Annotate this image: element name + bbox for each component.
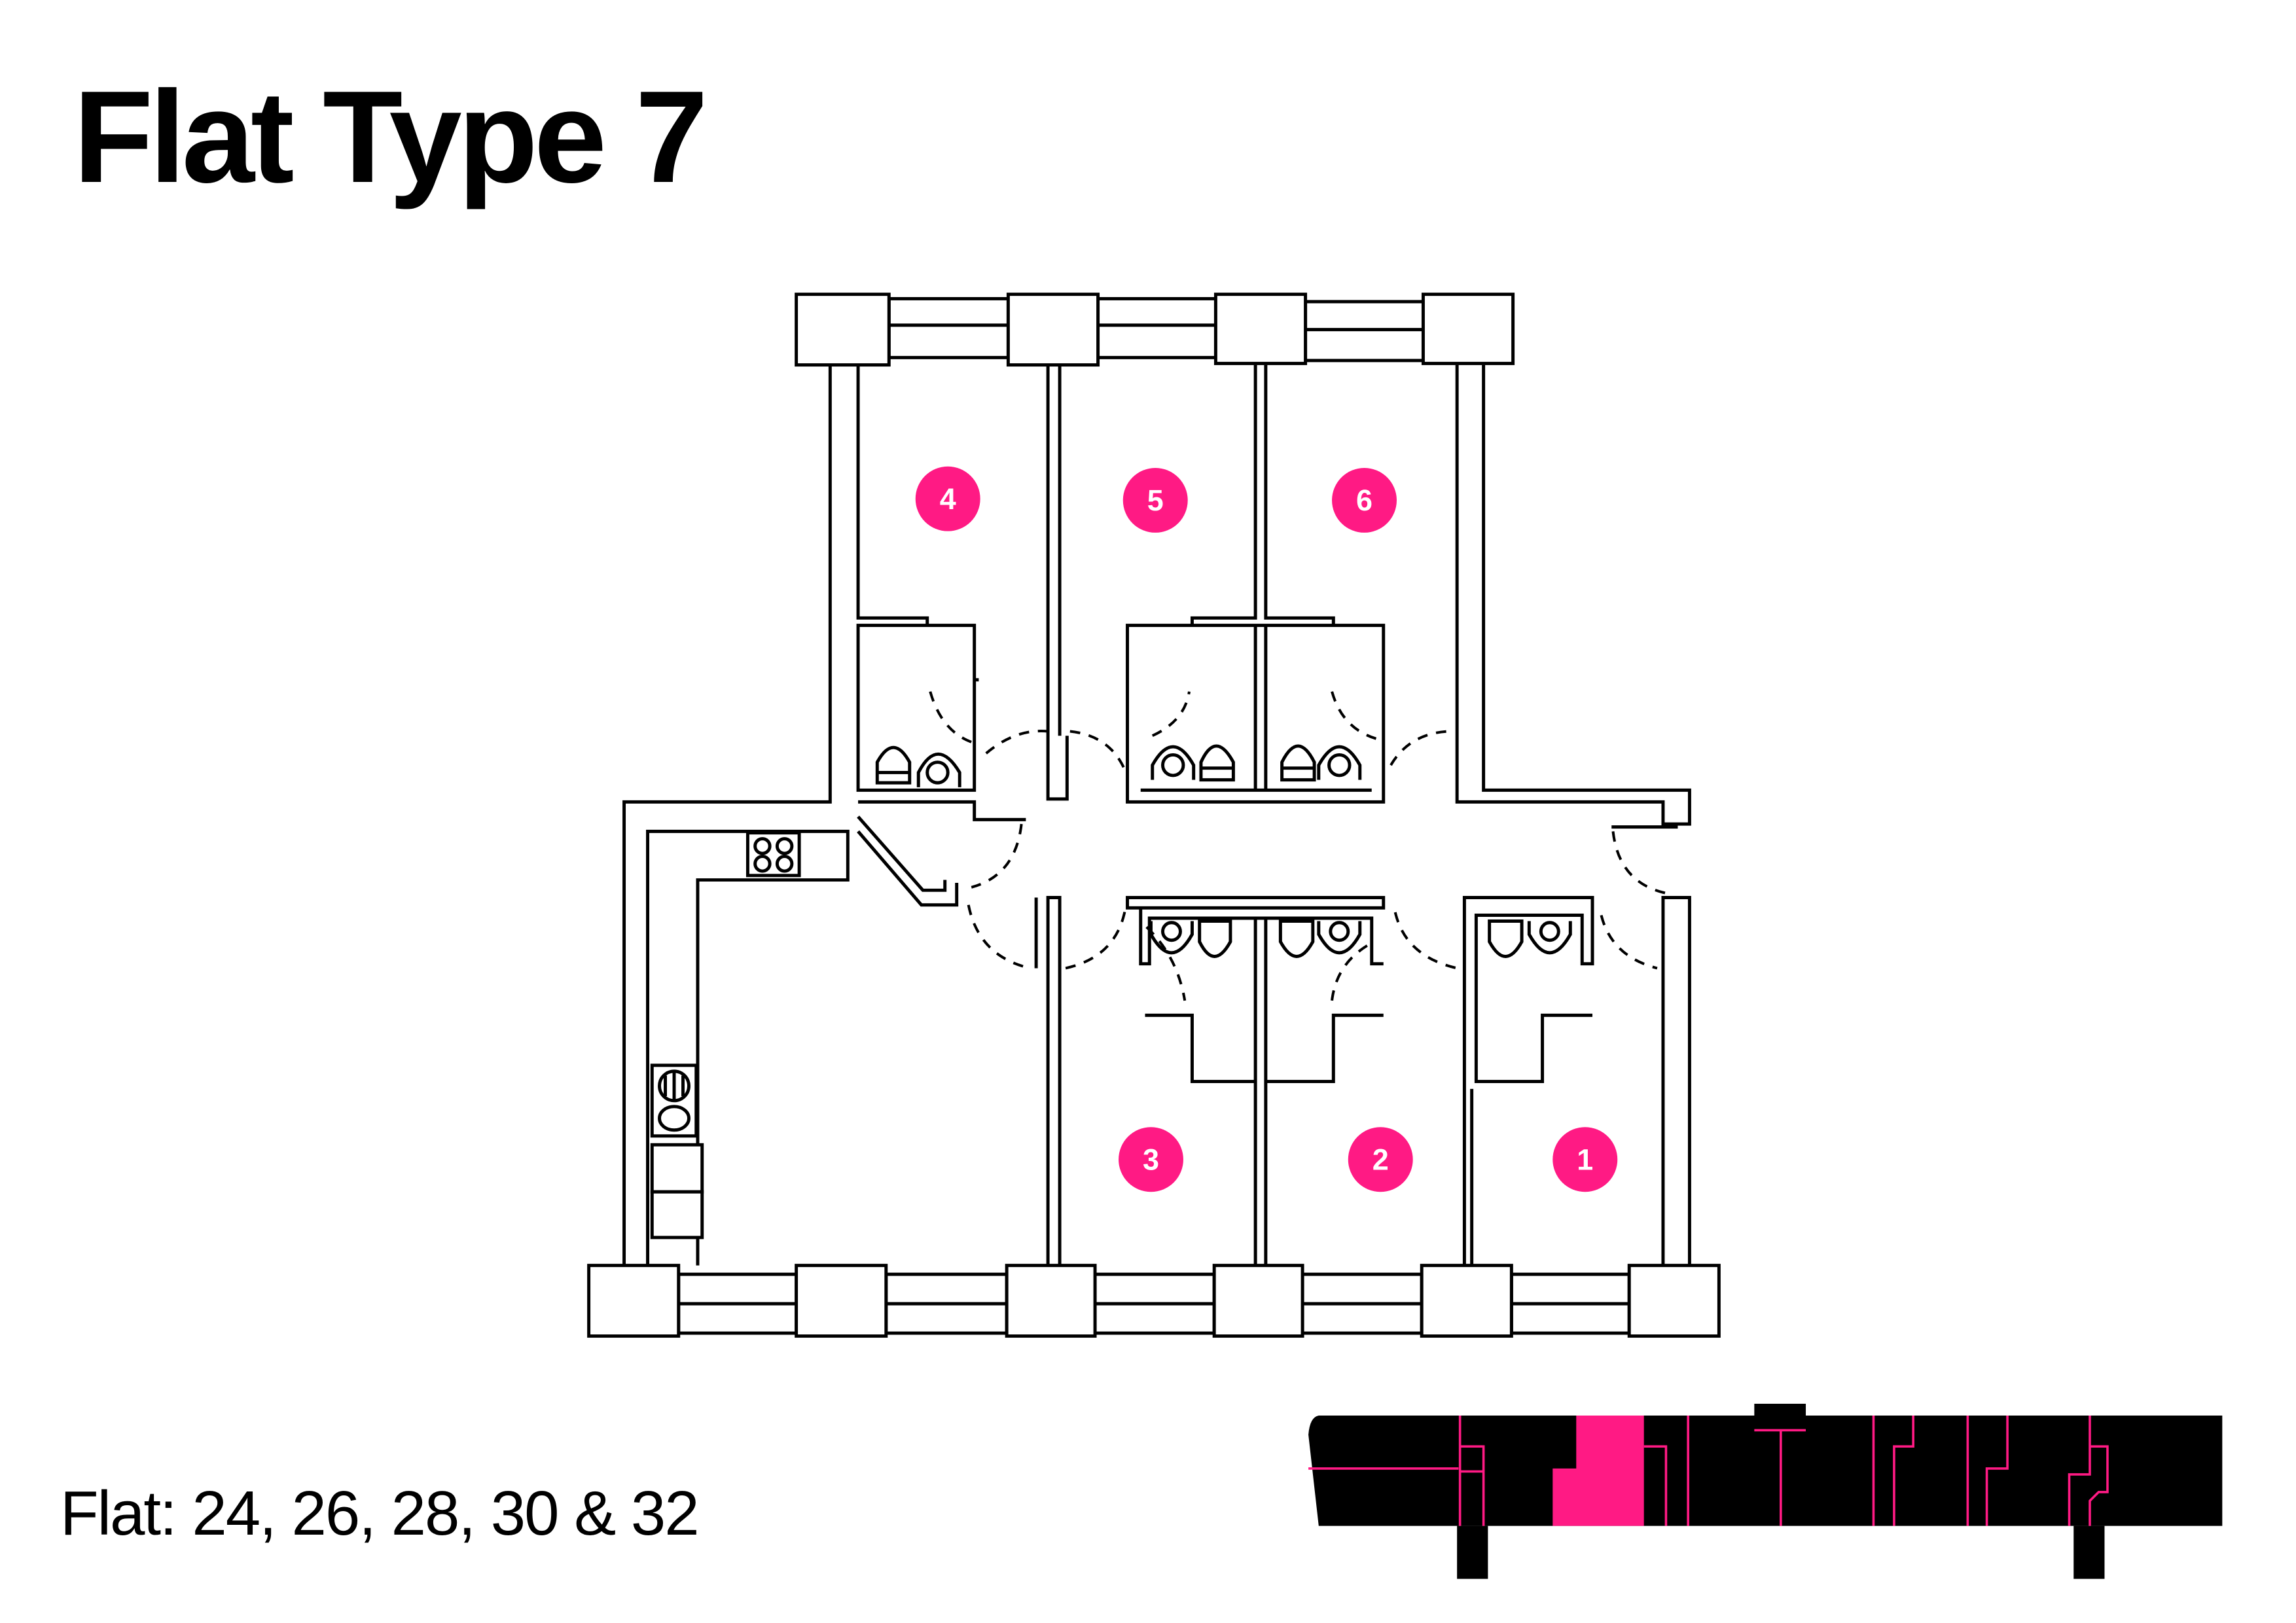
kitchen-sink-icon bbox=[650, 1063, 698, 1138]
sink-icon bbox=[1317, 921, 1362, 955]
sink-icon bbox=[1151, 745, 1196, 780]
svg-text:4: 4 bbox=[940, 482, 956, 516]
toilet-icon bbox=[1488, 919, 1524, 958]
svg-text:2: 2 bbox=[1372, 1143, 1389, 1176]
room-marker-5: 5 bbox=[1122, 467, 1188, 533]
sink-icon bbox=[916, 753, 961, 787]
highlighted-unit bbox=[1552, 1415, 1644, 1526]
toilet-icon bbox=[1278, 919, 1315, 958]
toilet-icon bbox=[875, 745, 912, 785]
toilet-icon bbox=[1198, 919, 1232, 958]
bottom-windows bbox=[587, 1264, 1721, 1338]
toilet-icon bbox=[1280, 744, 1316, 782]
room-marker-6: 6 bbox=[1332, 467, 1397, 533]
top-windows bbox=[795, 293, 1515, 367]
appliance-icon bbox=[650, 1143, 704, 1194]
svg-text:3: 3 bbox=[1143, 1143, 1159, 1176]
key-plan bbox=[1308, 1403, 2223, 1579]
hob-icon bbox=[745, 831, 801, 878]
bathroom-fixtures bbox=[875, 744, 1572, 958]
room-marker-3: 3 bbox=[1119, 1127, 1183, 1192]
door-swings bbox=[929, 691, 1666, 1001]
room-marker-1: 1 bbox=[1552, 1127, 1618, 1192]
kitchen bbox=[650, 831, 801, 1240]
room-marker-4: 4 bbox=[915, 466, 980, 531]
sink-icon bbox=[1149, 921, 1194, 955]
svg-text:1: 1 bbox=[1577, 1143, 1593, 1176]
sink-icon bbox=[1317, 745, 1362, 780]
room-marker-2: 2 bbox=[1348, 1127, 1413, 1192]
toilet-icon bbox=[1199, 744, 1235, 782]
flat-numbers-label: Flat: 24, 26, 28, 30 & 32 bbox=[60, 1478, 700, 1548]
svg-text:5: 5 bbox=[1147, 484, 1164, 517]
sink-icon bbox=[1527, 921, 1572, 955]
page-title: Flat Type 7 bbox=[73, 64, 708, 210]
appliance-icon bbox=[650, 1190, 704, 1240]
svg-text:6: 6 bbox=[1356, 484, 1372, 517]
